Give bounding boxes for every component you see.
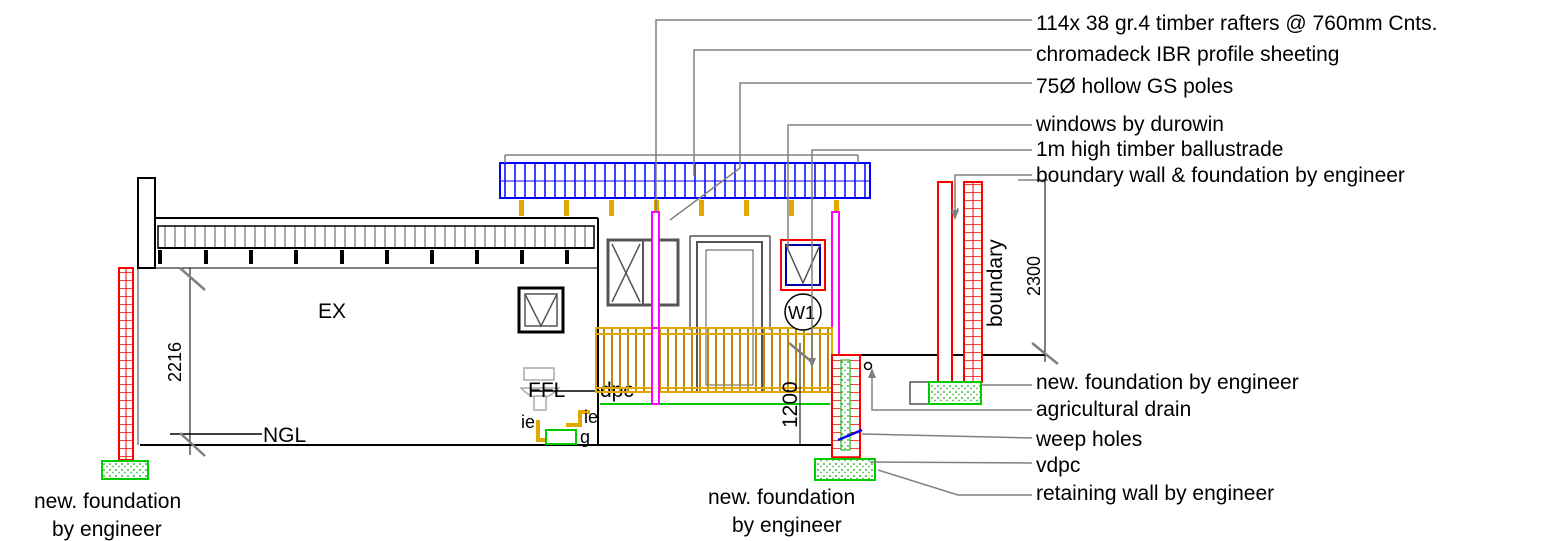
dim-mid-text: 1200 — [779, 381, 802, 428]
dimension-left: 2216 — [165, 267, 206, 457]
dim-boundary-text: 2300 — [1024, 256, 1044, 296]
callout-new-foundation-right: new. foundation by engineer — [1036, 371, 1299, 394]
plumbing-fixtures — [519, 367, 590, 445]
leader-lines — [655, 19, 1033, 496]
foundation-note-left-line2: by engineer — [52, 518, 162, 541]
dim-left-text: 2216 — [165, 342, 185, 382]
callout-weep-holes: weep holes — [1035, 428, 1142, 451]
g-label: g — [580, 427, 590, 447]
right-foundation — [928, 381, 982, 405]
new-roof-sheeting — [499, 154, 871, 199]
ie-left-label: ie — [521, 412, 535, 432]
ffl-label: FFL — [528, 379, 565, 402]
right-boundary-wall — [909, 181, 983, 405]
foundation-note-mid-line2: by engineer — [732, 514, 842, 537]
new-addition-wall — [689, 235, 771, 330]
left-foundation — [101, 460, 149, 480]
ex-label: EX — [318, 300, 346, 323]
dimension-boundary: 2300 — [1018, 179, 1059, 365]
ngl-label: NGL — [263, 424, 306, 447]
callout-boundary-wall: boundary wall & foundation by engineer — [1036, 164, 1405, 187]
timber-ballustrade — [595, 327, 833, 405]
boundary-label: boundary — [984, 239, 1007, 327]
existing-small-window — [517, 286, 565, 334]
callout-sheeting: chromadeck IBR profile sheeting — [1036, 43, 1340, 66]
new-window-left — [606, 238, 680, 307]
callout-ballustrade: 1m high timber ballustrade — [1036, 138, 1283, 161]
callout-windows: windows by durowin — [1035, 113, 1224, 136]
ie-right-label: ie — [584, 407, 598, 427]
leader-arrowheads — [808, 210, 959, 378]
window-tag-w1: W1 — [784, 293, 822, 331]
callout-vdpc: vdpc — [1036, 454, 1080, 477]
dimension-mid: 1200 — [779, 342, 813, 445]
existing-rafter-ends — [158, 250, 569, 264]
left-boundary-wall — [118, 200, 139, 461]
callout-poles: 75Ø hollow GS poles — [1036, 75, 1233, 98]
foundation-note-mid-line1: new. foundation — [708, 486, 855, 509]
mid-foundation — [814, 458, 876, 481]
w1-label: W1 — [788, 303, 815, 323]
foundation-note-left-line1: new. foundation — [34, 490, 181, 513]
retaining-wall — [831, 354, 873, 459]
callout-rafters: 114x 38 gr.4 timber rafters @ 760mm Cnts… — [1036, 12, 1437, 35]
callout-retaining-wall: retaining wall by engineer — [1036, 482, 1274, 505]
new-window-right — [780, 239, 826, 291]
callout-agri-drain: agricultural drain — [1036, 398, 1191, 421]
